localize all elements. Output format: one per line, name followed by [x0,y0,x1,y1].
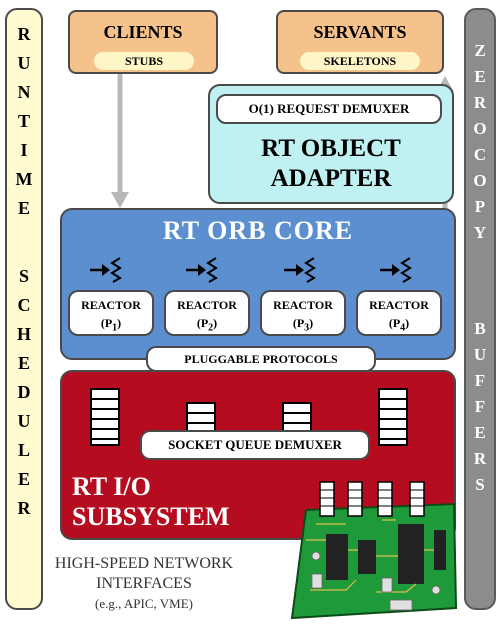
servants-title: SERVANTS [313,22,407,42]
network-card-image [290,481,458,620]
thread-icon [284,257,316,283]
reactor-p3: REACTOR (P3) [260,290,346,336]
chips [326,524,446,584]
skeletons-label: SKELETONS [300,52,420,70]
small-components [311,551,441,611]
socket-queue-icon [90,388,120,446]
orb-title: RT ORB CORE [162,216,354,245]
socket-queue-icon [378,388,408,446]
rt-orb-core: RT ORB CORE REACTOR (P1) REACTOR (P2) [60,208,456,372]
thread-icon [380,257,412,283]
thread-icon [186,257,218,283]
connector-lines [320,489,424,507]
reactor-p1: REACTOR (P1) [68,290,154,336]
request-demuxer: O(1) REQUEST DEMUXER [216,94,442,124]
rt-io-subsystem: SOCKET QUEUE DEMUXER RT I/O SUBSYSTEM [60,370,456,540]
servants-box: SERVANTS SKELETONS [276,10,444,74]
down-arrow [111,74,129,208]
socket-queue-demuxer: SOCKET QUEUE DEMUXER [140,430,370,460]
stubs-label: STUBS [94,52,194,70]
adapter-title: RT OBJECT ADAPTER [261,135,401,192]
clients-box: CLIENTS STUBS [68,10,218,74]
reactor-p2: REACTOR (P2) [164,290,250,336]
thread-icons [90,257,412,283]
pluggable-protocols: PLUGGABLE PROTOCOLS [146,346,376,372]
circuit-traces [306,519,434,593]
rt-object-adapter: O(1) REQUEST DEMUXER RT OBJECT ADAPTER [208,84,454,204]
io-title: RT I/O SUBSYSTEM [72,472,230,531]
clients-title: CLIENTS [103,22,183,42]
network-interfaces-label: HIGH-SPEED NETWORK INTERFACES (e.g., API… [54,555,234,611]
reactor-p4: REACTOR (P4) [356,290,442,336]
thread-icon [90,257,122,283]
